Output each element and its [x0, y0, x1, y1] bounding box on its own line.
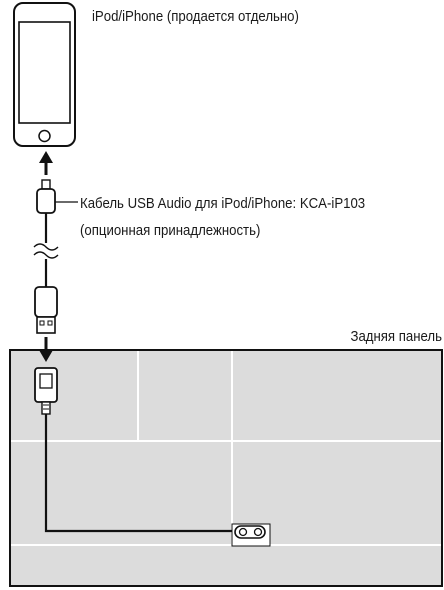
usb-a-plug-icon — [34, 286, 58, 334]
iphone-label: iPod/iPhone (продается отдельно) — [92, 8, 299, 25]
rear-usb-socket-icon — [231, 523, 271, 547]
rear-panel-label: Задняя панель — [350, 328, 442, 345]
arrow-up-icon — [39, 151, 53, 175]
smartphone-icon — [13, 2, 76, 147]
rear-panel — [9, 349, 443, 587]
cable-label-line1: Кабель USB Audio для iPod/iPhone: KCA-iP… — [80, 195, 366, 212]
arrow-down-icon — [39, 337, 53, 362]
cable-label-line2: (опционная принадлежность) — [80, 222, 261, 239]
cable-break-icon — [33, 243, 59, 259]
usb-port-icon — [34, 367, 58, 415]
lightning-connector-icon — [36, 179, 56, 214]
